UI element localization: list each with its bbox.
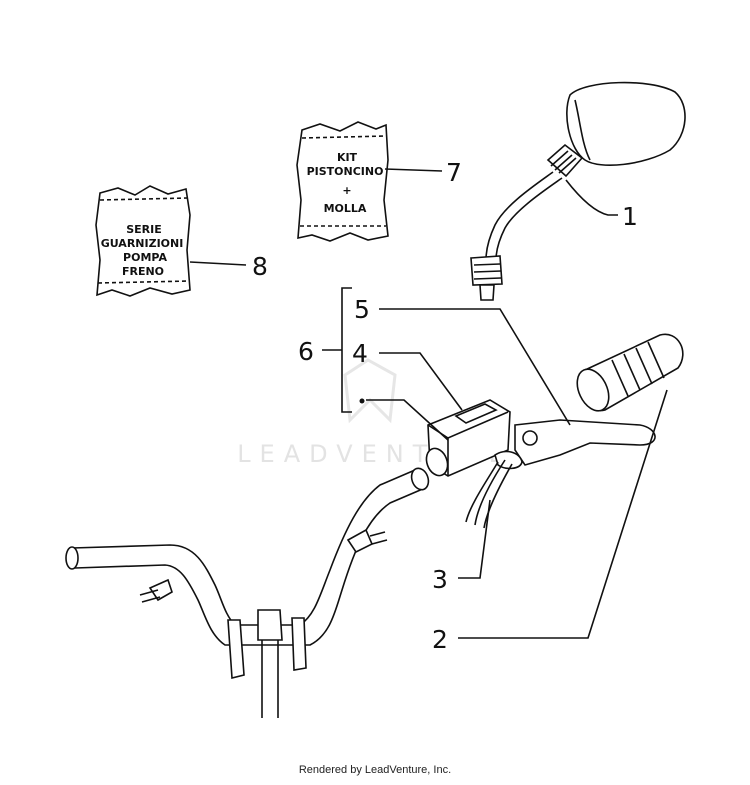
pack8-line1: SERIE (126, 223, 162, 236)
part-label-1[interactable]: 1 (622, 202, 638, 231)
pack8-line4: FRENO (122, 265, 164, 278)
group-bracket (322, 287, 365, 413)
brake-master-cylinder[interactable] (423, 399, 511, 479)
seal-kit-bag[interactable]: SERIE GUARNIZIONI POMPA FRENO (95, 185, 191, 297)
part-label-7[interactable]: 7 (446, 158, 462, 187)
pack8-line3: POMPA (123, 251, 167, 264)
pack7-line3: + (342, 184, 351, 197)
render-credit: Rendered by LeadVenture, Inc. (299, 764, 451, 776)
pack7-line4: MOLLA (324, 202, 367, 215)
brake-light-switch[interactable] (465, 459, 513, 529)
brake-lever[interactable] (494, 419, 656, 470)
part-label-6[interactable]: 6 (298, 337, 314, 366)
rear-view-mirror[interactable] (470, 81, 686, 301)
part-label-5[interactable]: 5 (354, 295, 370, 324)
pack7-line1: KIT (337, 151, 358, 164)
part-label-3[interactable]: 3 (432, 565, 448, 594)
handlebar-grip[interactable] (571, 333, 684, 416)
part-label-2[interactable]: 2 (432, 625, 448, 654)
piston-kit-bag[interactable]: KIT PISTONCINO + MOLLA (296, 121, 389, 242)
part-label-8[interactable]: 8 (252, 252, 268, 281)
part-label-4[interactable]: 4 (352, 339, 368, 368)
leader-lines (189, 168, 668, 639)
pack7-line2: PISTONCINO (307, 165, 384, 178)
handlebar[interactable] (65, 466, 431, 718)
part-labels: 1 2 3 4 5 6 7 8 (252, 158, 638, 654)
pack8-line2: GUARNIZIONI (101, 237, 184, 250)
